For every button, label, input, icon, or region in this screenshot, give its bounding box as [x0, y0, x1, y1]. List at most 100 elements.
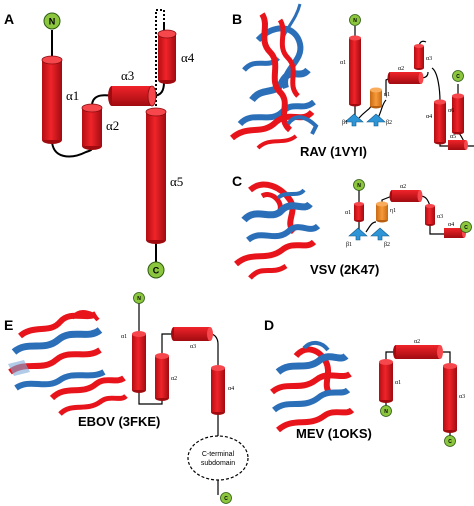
strand-b-beta1	[344, 113, 364, 127]
panel-letter-e: E	[4, 317, 13, 333]
label-c-beta1: β1	[346, 242, 352, 248]
label-c-eta1: η1	[390, 208, 396, 214]
structure-label-rav: RAV (1VYI)	[300, 144, 367, 159]
label-a-alpha2: α2	[106, 118, 119, 133]
label-b-alpha5: α5	[450, 134, 456, 140]
helix-e-alpha2	[155, 353, 169, 401]
label-c-alpha2: α2	[400, 184, 406, 190]
label-a-alpha4: α4	[181, 50, 195, 65]
svg-text:N: N	[384, 409, 388, 415]
label-c-alpha3: α3	[437, 214, 443, 220]
structure-image-vsv	[234, 181, 321, 280]
label-a-alpha5: α5	[170, 174, 183, 189]
label-c-beta2: β2	[384, 242, 390, 248]
topology-rav: N C α1 α2 α3 α4 α5 α6 η1 β1 β2	[340, 14, 474, 150]
svg-text:N: N	[357, 183, 361, 189]
eta-c	[376, 201, 388, 223]
c-terminal-subdomain: C-terminal subdomain	[187, 435, 249, 481]
panel-e: E EBOV (3FKE)	[4, 292, 249, 504]
strand-b-beta2	[366, 113, 386, 127]
helix-e-alpha1	[132, 331, 146, 393]
label-b-alpha4: α4	[426, 114, 432, 120]
label-a-alpha3: α3	[121, 68, 134, 83]
helix-b-alpha5	[448, 140, 468, 150]
c-terminus-c: C	[460, 221, 472, 233]
label-e-alpha2: α2	[171, 376, 177, 382]
svg-text:C: C	[464, 225, 468, 231]
label-d-alpha2: α2	[414, 339, 420, 345]
svg-text:N: N	[137, 296, 141, 302]
label-b-alpha3: α3	[426, 56, 432, 62]
helix-b-alpha3	[414, 44, 424, 70]
helix-b-alpha4	[434, 99, 446, 145]
subdomain-label-line1: C-terminal	[202, 451, 235, 458]
label-c-alpha1: α1	[345, 210, 351, 216]
c-terminus-d: C	[444, 435, 456, 447]
svg-text:C: C	[456, 74, 460, 80]
topology-vsv: N C α1 α2 α3 α4 η1 β1 β2	[345, 179, 472, 248]
topology-mev: N C α1 α2 α3	[379, 339, 465, 447]
dashed-loop-alpha4-alpha5	[155, 9, 165, 112]
svg-text:N: N	[49, 17, 56, 27]
label-e-alpha1: α1	[121, 334, 127, 340]
label-b-beta2: β2	[386, 120, 392, 126]
c-terminus-a: C	[147, 261, 165, 279]
strand-c-beta2	[370, 227, 390, 241]
helix-c-alpha2	[389, 190, 423, 202]
label-b-eta1: η1	[384, 92, 390, 98]
structure-image-rav	[230, 3, 319, 150]
label-d-alpha3: α3	[459, 394, 465, 400]
helix-a-alpha2	[81, 103, 103, 150]
helix-e-alpha4	[211, 365, 225, 415]
helix-a-alpha5	[145, 107, 167, 244]
n-terminus-c: N	[353, 179, 365, 191]
strand-c-beta1	[348, 227, 368, 241]
label-e-alpha3: α3	[190, 344, 196, 350]
label-b-beta1: β1	[342, 120, 348, 126]
structure-label-vsv: VSV (2K47)	[310, 262, 379, 277]
helix-d-alpha3	[443, 363, 457, 433]
panel-c: C VSV (2K47)	[232, 173, 472, 280]
helix-d-alpha1	[379, 359, 393, 403]
n-terminus-b: N	[349, 14, 361, 26]
c-terminus-e: C	[220, 492, 232, 504]
helix-b-alpha2	[387, 72, 424, 84]
label-a-alpha1: α1	[66, 88, 79, 103]
helix-a-alpha4	[157, 29, 177, 84]
panel-d: D MEV (1OKS)	[264, 317, 465, 447]
panel-letter-c: C	[232, 173, 242, 189]
svg-text:C: C	[153, 266, 160, 276]
structure-label-ebov: EBOV (3FKE)	[78, 414, 160, 429]
structure-image-ebov	[8, 310, 128, 416]
structure-image-mev	[270, 341, 355, 433]
eta-b	[370, 87, 382, 109]
helix-b-alpha6	[452, 93, 464, 135]
helix-c-alpha1	[354, 202, 364, 222]
n-terminus-a: N	[43, 12, 61, 30]
label-d-alpha1: α1	[395, 380, 401, 386]
n-terminus-e: N	[133, 292, 145, 304]
topology-ebov: C-terminal subdomain N C α1 α2 α3 α4	[121, 292, 249, 504]
label-c-alpha4: α4	[448, 222, 454, 228]
n-terminus-d: N	[380, 405, 392, 417]
helix-c-alpha3	[425, 204, 435, 226]
helix-a-alpha1	[41, 55, 63, 144]
helix-b-alpha1	[349, 35, 361, 107]
helix-e-alpha3	[171, 327, 213, 341]
panel-a: A	[4, 9, 195, 279]
subdomain-label-line2: subdomain	[201, 460, 235, 467]
label-b-alpha6: α6	[448, 108, 454, 114]
label-b-alpha1: α1	[340, 60, 346, 66]
panel-letter-a: A	[4, 11, 14, 27]
panel-letter-b: B	[232, 11, 242, 27]
svg-text:N: N	[353, 18, 357, 24]
helix-a-alpha3	[108, 85, 157, 107]
helix-d-alpha2	[393, 345, 443, 359]
svg-text:C: C	[224, 496, 228, 502]
panel-letter-d: D	[264, 317, 274, 333]
c-terminus-b: C	[452, 70, 464, 82]
panel-b: B RAV (1VYI)	[230, 3, 474, 159]
structure-label-mev: MEV (1OKS)	[296, 426, 372, 441]
svg-text:C: C	[448, 439, 452, 445]
